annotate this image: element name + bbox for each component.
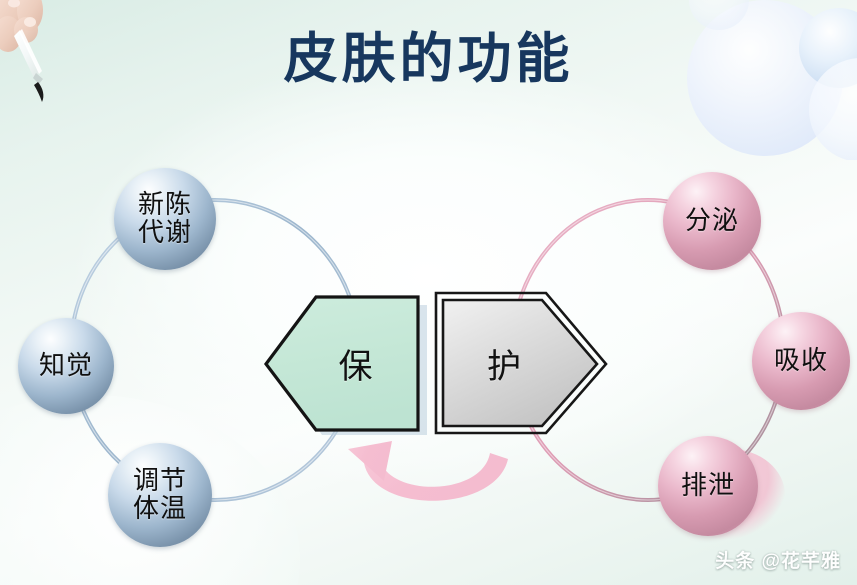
sphere-absorption-label: 吸收 xyxy=(773,345,828,375)
sphere-metabolism[interactable]: 新陈 代谢 xyxy=(114,168,216,270)
left-pentagon-graphic xyxy=(263,295,427,435)
page-title: 皮肤的功能 xyxy=(283,29,574,89)
shape-protect-left[interactable]: 保 xyxy=(262,292,427,435)
shape-protect-left-label: 保 xyxy=(338,349,373,386)
shape-protect-right-label: 护 xyxy=(487,348,521,386)
shape-protect-right[interactable]: 护 xyxy=(432,288,610,438)
curved-arrow-icon xyxy=(348,441,508,501)
sphere-metabolism-label: 新陈 代谢 xyxy=(137,189,192,247)
sphere-perception-label: 知觉 xyxy=(38,350,93,380)
sphere-thermoregulation[interactable]: 调节 体温 xyxy=(108,443,212,547)
watermark-text: 头条 @花芊雅 xyxy=(715,551,841,572)
right-pentagon-graphic xyxy=(434,291,608,435)
sphere-perception[interactable]: 知觉 xyxy=(18,318,114,414)
sphere-excretion-label: 排泄 xyxy=(680,470,735,500)
sphere-absorption[interactable]: 吸收 xyxy=(752,312,850,410)
sphere-thermoregulation-label: 调节 体温 xyxy=(132,465,187,523)
sphere-secretion[interactable]: 分泌 xyxy=(663,172,761,270)
sphere-excretion[interactable]: 排泄 xyxy=(658,436,758,536)
sphere-secretion-label: 分泌 xyxy=(684,205,739,235)
